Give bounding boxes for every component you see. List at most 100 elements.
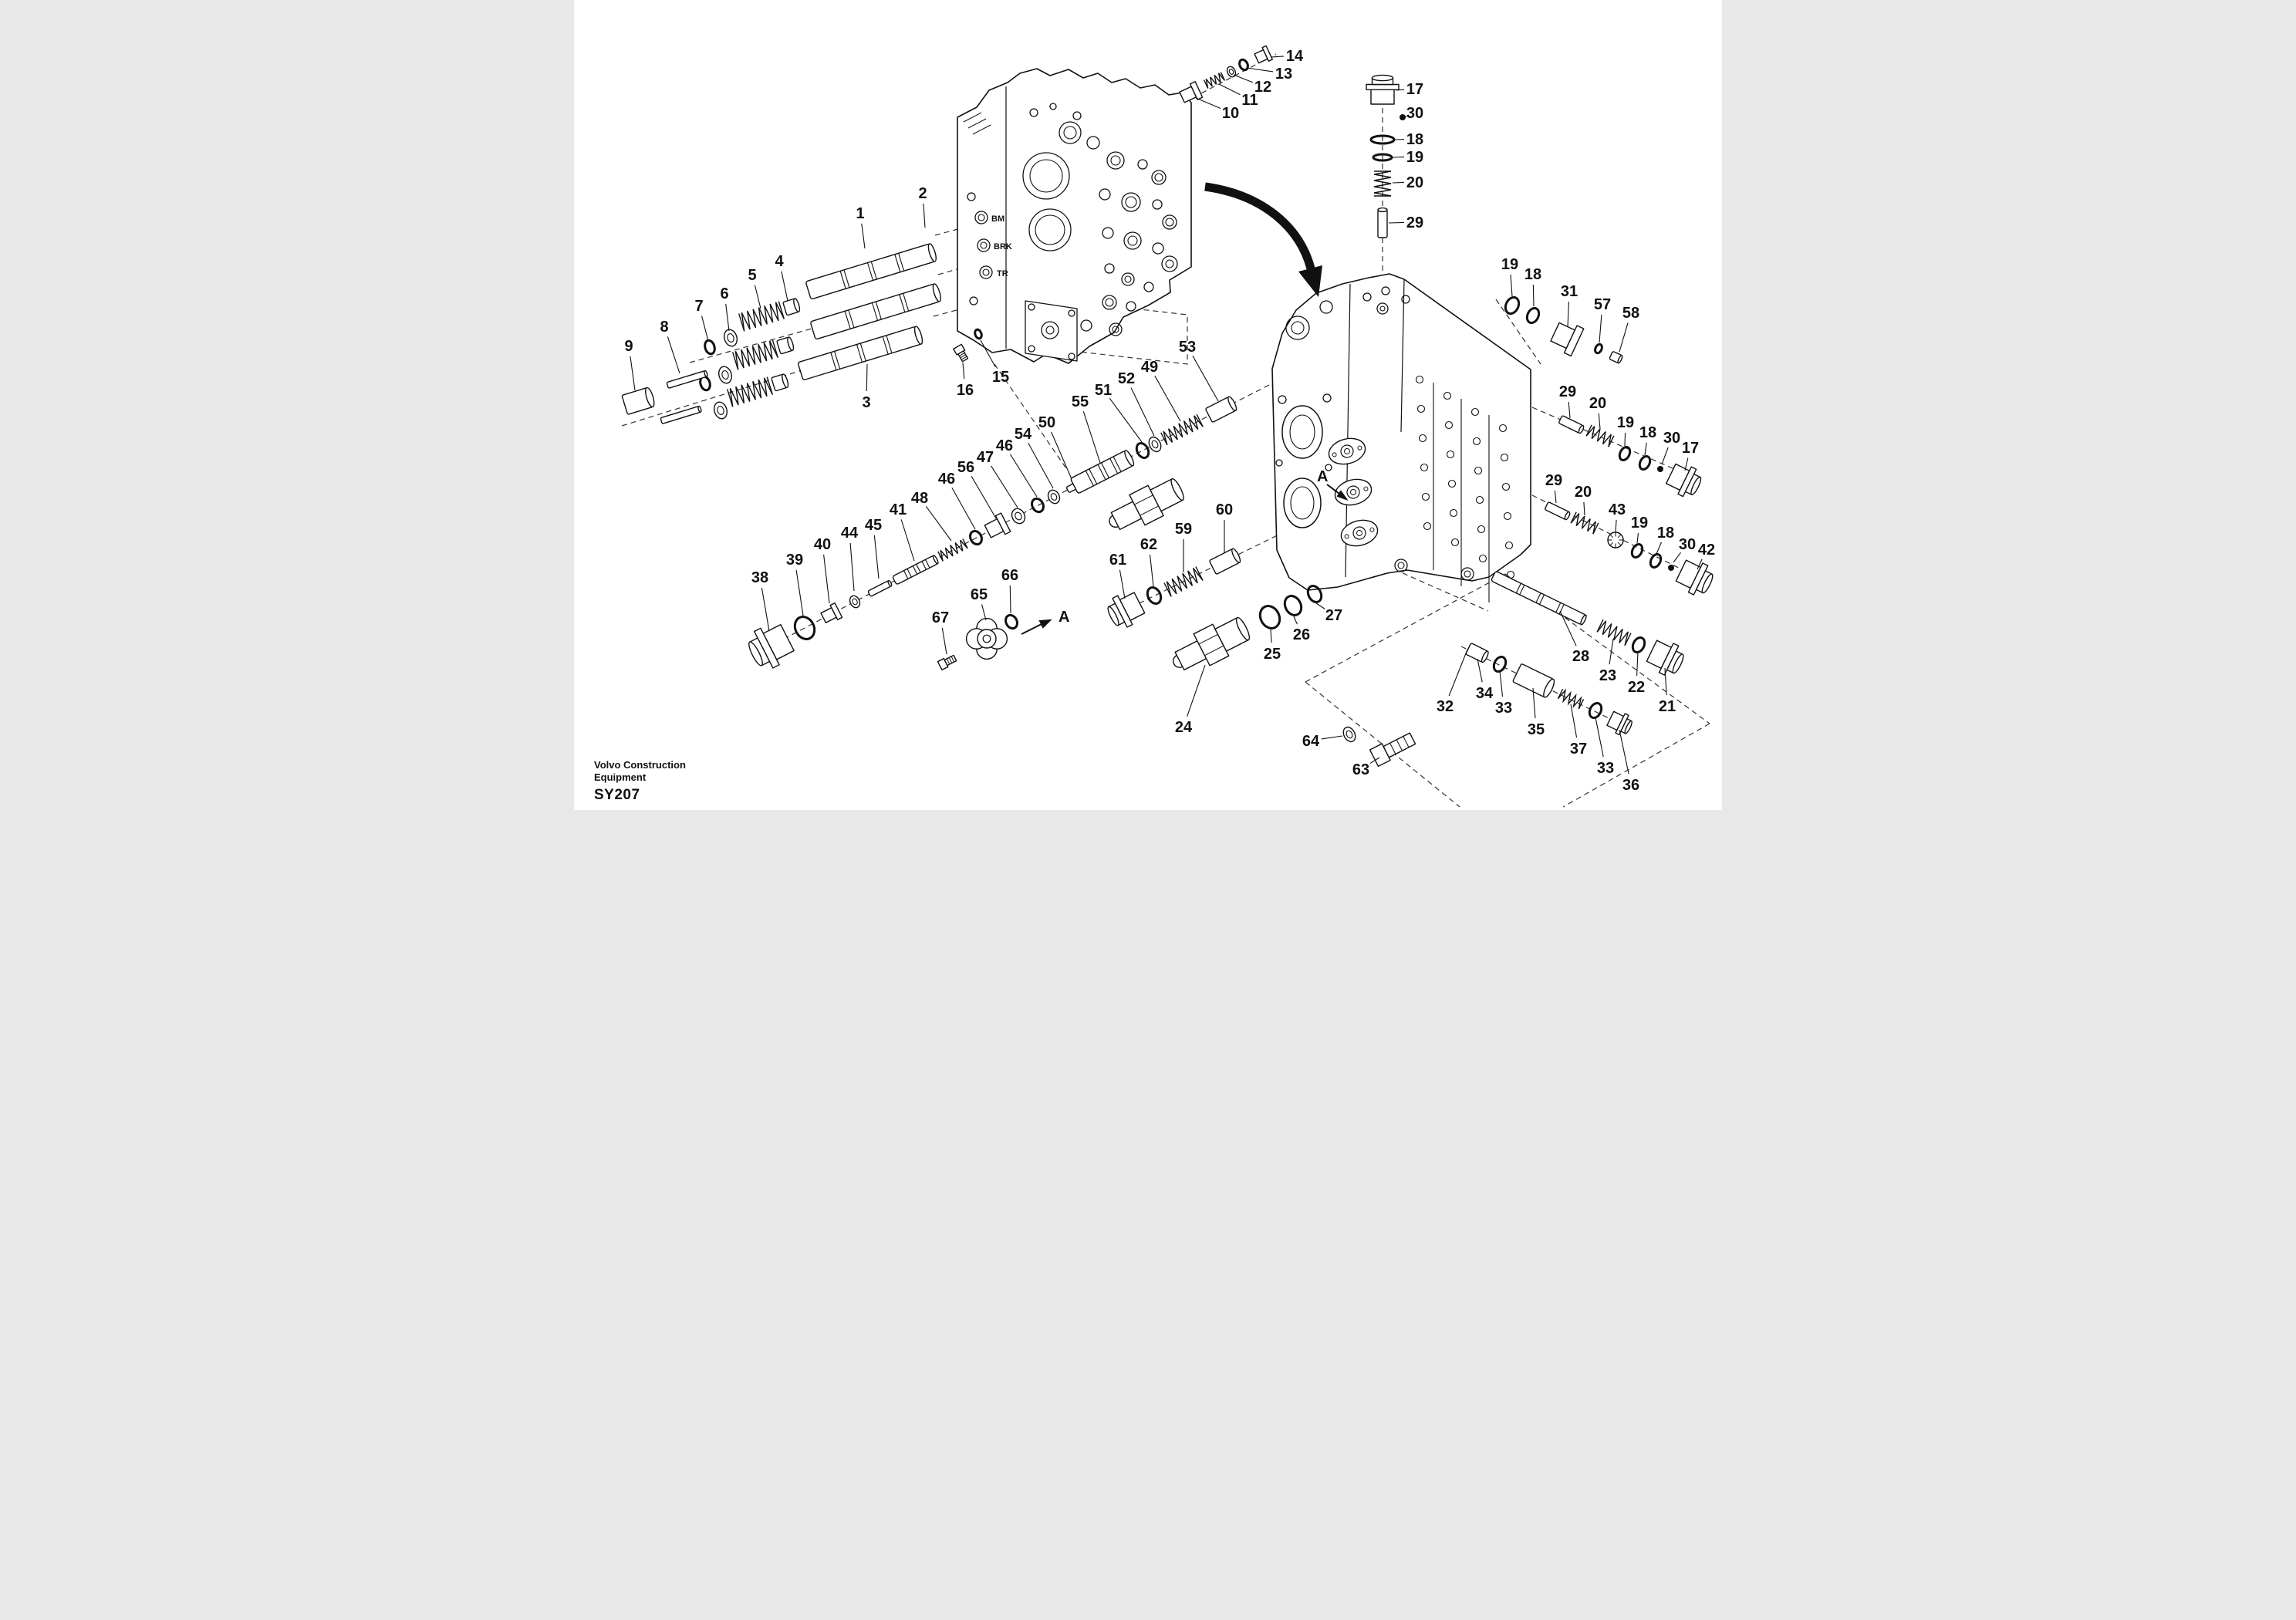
part-washer-15 [974, 328, 983, 340]
part-spool-2 [810, 283, 941, 339]
leader-line-9-8 [630, 356, 636, 391]
rotation-arrow [1204, 182, 1322, 297]
leader-line-52-37 [1130, 387, 1155, 437]
callout-24-47: 24 [1175, 719, 1193, 736]
callout-29-21: 29 [1406, 214, 1423, 231]
callout-45-26: 45 [865, 517, 882, 534]
callout-50-34: 50 [1038, 414, 1055, 431]
part-washer-52 [1148, 436, 1162, 453]
callout-3-2: 3 [862, 394, 870, 411]
part-oring-22 [1631, 636, 1646, 653]
callout-43-66: 43 [1609, 501, 1626, 518]
leader-line-20-59 [1598, 413, 1601, 430]
leader-line-32-75 [1448, 649, 1468, 697]
callout-7-6: 7 [694, 298, 703, 315]
part-spring-20 [1373, 170, 1392, 197]
part-oring-18b [1649, 552, 1663, 569]
part-oring-26 [1283, 595, 1303, 616]
part-cap-38 [748, 623, 795, 669]
label-brk-1: BRK [994, 242, 1012, 251]
part-washer-7a [704, 339, 716, 356]
leader-line-57-56 [1599, 314, 1602, 343]
part-oring-19 [1372, 153, 1393, 162]
leader-line-66-42 [1009, 585, 1011, 614]
part-pin-8b [660, 405, 702, 424]
part-knob-65 [965, 617, 1008, 660]
part-spring-5a [738, 301, 785, 332]
part-bolt-63 [1369, 732, 1416, 768]
leader-line-67-40 [941, 627, 947, 655]
part-washer-47 [1011, 508, 1026, 525]
callout-62-44: 62 [1140, 536, 1157, 553]
callout-6-5: 6 [720, 285, 728, 302]
part-oring-51 [1135, 442, 1150, 459]
leader-line-19-67 [1636, 532, 1639, 544]
part-screw-67 [937, 654, 957, 671]
callout-56-30: 56 [957, 459, 974, 476]
leader-line-17-63 [1684, 457, 1689, 471]
leader-line-11-10 [1218, 83, 1241, 96]
callout-19-60: 19 [1617, 414, 1634, 431]
leader-line-18-68 [1656, 542, 1662, 555]
part-pin-8a [666, 370, 708, 389]
callout-49-38: 49 [1141, 359, 1158, 376]
callout-44-25: 44 [841, 525, 859, 542]
part-washer-64 [1342, 726, 1356, 743]
label-a-3: A [1317, 468, 1328, 485]
callout-29-64: 29 [1545, 472, 1562, 489]
part-washer-6b [718, 366, 732, 384]
callout-18-18: 18 [1406, 131, 1423, 148]
callout-55-35: 55 [1072, 393, 1089, 410]
callout-18-61: 18 [1639, 424, 1656, 441]
leader-line-26-49 [1293, 616, 1298, 625]
callout-18-54: 18 [1524, 266, 1541, 283]
part-seat-4b [776, 336, 795, 355]
part-spool-28 [1491, 571, 1587, 626]
callout-52-37: 52 [1118, 370, 1135, 387]
callout-27-50: 27 [1325, 607, 1342, 624]
callout-20-59: 20 [1589, 395, 1606, 412]
callout-32-75: 32 [1437, 698, 1454, 715]
leader-line-30-69 [1673, 552, 1682, 563]
callout-17-63: 17 [1682, 440, 1699, 457]
callout-30-17: 30 [1406, 105, 1423, 122]
callout-19-67: 19 [1631, 515, 1648, 532]
callout-4-3: 4 [775, 253, 784, 270]
label-a-4: A [1059, 609, 1069, 626]
callout-63-52: 63 [1352, 761, 1369, 778]
leader-line-28-71 [1559, 610, 1577, 646]
part-oring-33b [1588, 702, 1603, 719]
part-oring-19a [1618, 445, 1632, 462]
part-capnut-21 [1646, 640, 1684, 676]
part-oring-19b [1630, 542, 1644, 559]
leader-line-12-11 [1233, 74, 1254, 83]
leader-line-61-43 [1119, 569, 1126, 599]
callout-51-36: 51 [1095, 382, 1112, 399]
leader-line-29-21 [1388, 221, 1405, 224]
part-piston-35 [1512, 663, 1555, 698]
callout-5-4: 5 [748, 267, 756, 284]
part-oring-27 [1306, 585, 1323, 603]
part-oring-39 [793, 616, 816, 640]
part-gear-43 [1607, 532, 1624, 548]
callout-9-8: 9 [624, 338, 633, 355]
leader-line-39-23 [795, 569, 804, 616]
leader-line-55-35 [1082, 411, 1101, 464]
callout-47-31: 47 [977, 449, 994, 466]
leader-line-20-20 [1392, 181, 1405, 184]
part-capnut-42 [1675, 559, 1714, 596]
callout-34-76: 34 [1476, 685, 1494, 702]
part-relief-valve-24 [1173, 616, 1251, 671]
part-plug-31 [1550, 322, 1585, 357]
leader-line-5-4 [754, 285, 761, 309]
document-code: SY207 [594, 787, 640, 803]
part-dot-30b [1668, 565, 1674, 571]
part-spool-41 [892, 555, 939, 585]
leader-line-46-29 [951, 487, 976, 530]
part-spring-37 [1557, 688, 1585, 710]
leader-line-38-22 [761, 587, 770, 632]
callout-36-81: 36 [1622, 777, 1639, 794]
part-relief-valve-a [1109, 478, 1184, 531]
callout-39-23: 39 [786, 552, 803, 569]
